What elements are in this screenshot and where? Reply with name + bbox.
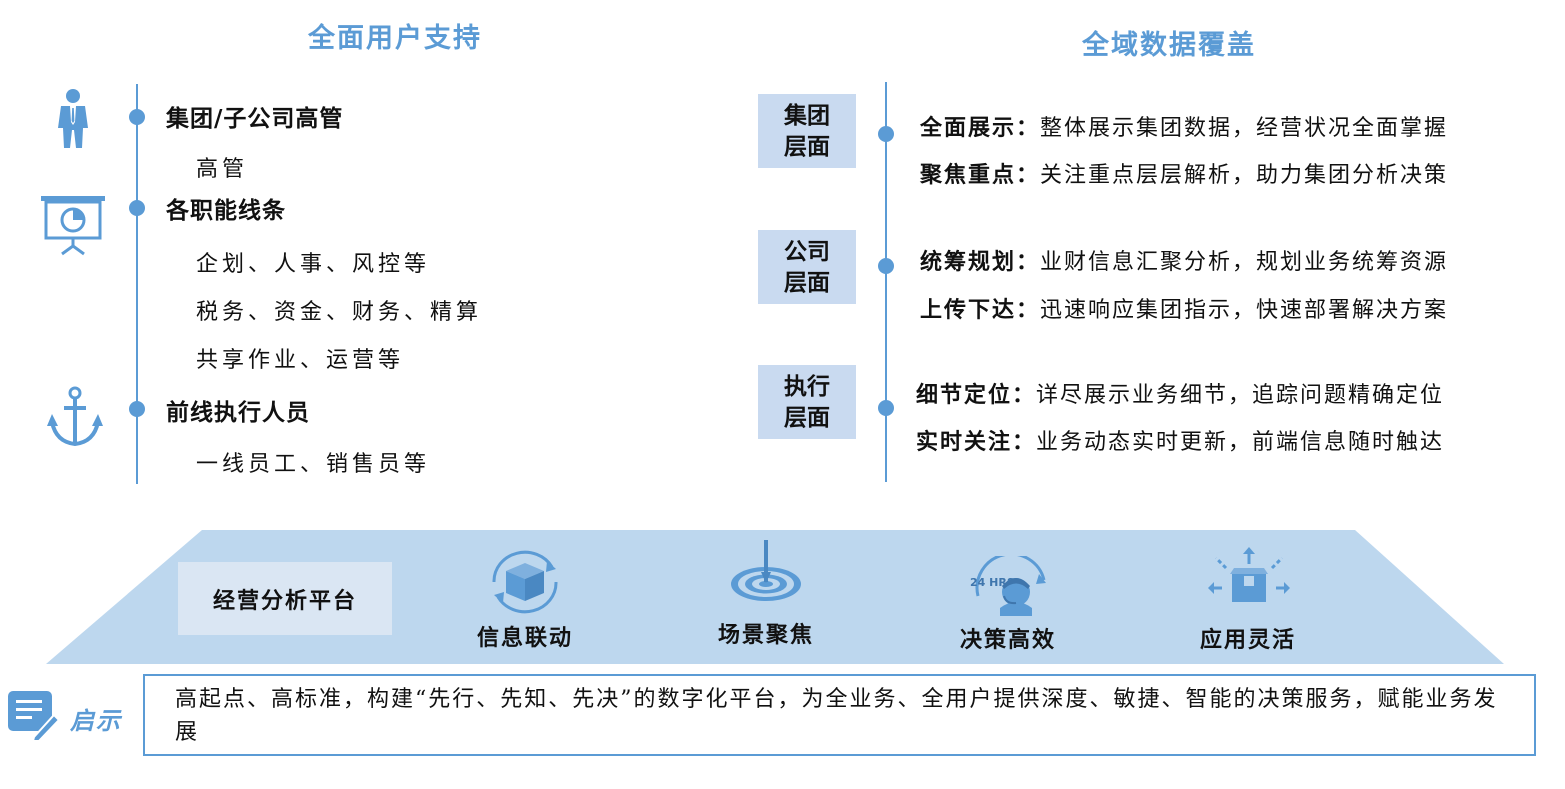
level-line-key: 聚焦重点：: [920, 162, 1041, 188]
level-line: 全面展示：整体展示集团数据，经营状况全面掌握: [920, 110, 1448, 142]
level-line-value: 业财信息汇聚分析，规划业务统筹资源: [1040, 250, 1449, 275]
level-label-top: 执行: [784, 373, 830, 400]
left-panel-title: 全面用户支持: [308, 23, 482, 54]
level-line-value: 业务动态实时更新，前端信息随时触达: [1036, 430, 1445, 455]
platform-label: 经营分析平台: [178, 562, 392, 635]
right-timeline-dot: [878, 258, 894, 274]
target-icon: [728, 538, 804, 608]
level-line-key: 统筹规划：: [920, 249, 1041, 275]
right-timeline-dot: [878, 400, 894, 416]
group-heading: 前线执行人员: [166, 399, 310, 426]
right-panel-title: 全域数据覆盖: [1082, 30, 1256, 61]
feature-label: 信息联动: [476, 625, 574, 651]
insight-box: 高起点、高标准，构建“先行、先知、先决”的数字化平台，为全业务、全用户提供深度、…: [143, 674, 1536, 756]
level-line: 聚焦重点：关注重点层层解析，助力集团分析决策: [920, 157, 1448, 189]
anchor-icon: [46, 386, 104, 452]
insight-text: 高起点、高标准，构建“先行、先知、先决”的数字化平台，为全业务、全用户提供深度、…: [175, 687, 1498, 745]
level-line-key: 上传下达：: [920, 297, 1041, 323]
feature-label: 决策高效: [959, 627, 1057, 653]
group-item: 高管: [196, 157, 249, 182]
level-line-value: 关注重点层层解析，助力集团分析决策: [1040, 163, 1449, 188]
presentation-board-icon: [40, 194, 106, 260]
level-line-key: 全面展示：: [920, 115, 1041, 141]
level-label-bottom: 层面: [784, 269, 830, 296]
left-timeline-dot: [129, 109, 145, 125]
level-line-key: 细节定位：: [916, 382, 1037, 408]
level-line: 统筹规划：业财信息汇聚分析，规划业务统筹资源: [920, 244, 1448, 276]
cube-sync-icon: [486, 549, 564, 619]
group-heading: 各职能线条: [166, 197, 286, 224]
businessman-icon: [52, 88, 94, 154]
group-item: 一线员工、销售员等: [196, 452, 431, 477]
insight-label: 启示: [70, 706, 122, 735]
right-timeline-dot: [878, 126, 894, 142]
level-line-value: 详尽展示业务细节，追踪问题精确定位: [1036, 383, 1445, 408]
box-expand-icon: [1208, 546, 1290, 614]
level-box-execution: 执行 层面: [758, 365, 856, 439]
left-timeline-dot: [129, 401, 145, 417]
level-label-bottom: 层面: [784, 404, 830, 431]
level-box-company: 公司 层面: [758, 230, 856, 304]
level-line-value: 迅速响应集团指示，快速部署解决方案: [1040, 298, 1449, 323]
support-24hrs-icon: 24 HRS: [966, 552, 1050, 620]
feature-label: 场景聚焦: [717, 622, 815, 648]
right-timeline: [885, 82, 887, 482]
level-line: 实时关注：业务动态实时更新，前端信息随时触达: [916, 424, 1444, 456]
level-label-top: 集团: [784, 102, 830, 129]
level-line: 细节定位：详尽展示业务细节，追踪问题精确定位: [916, 377, 1444, 409]
left-timeline-dot: [129, 200, 145, 216]
level-label-top: 公司: [784, 238, 830, 265]
level-line: 上传下达：迅速响应集团指示，快速部署解决方案: [920, 292, 1448, 324]
level-line-key: 实时关注：: [916, 429, 1037, 455]
level-label-bottom: 层面: [784, 133, 830, 160]
note-edit-icon: [8, 691, 61, 745]
group-item: 税务、资金、财务、精算: [196, 300, 483, 325]
feature-label: 应用灵活: [1199, 627, 1297, 653]
level-line-value: 整体展示集团数据，经营状况全面掌握: [1040, 116, 1449, 141]
level-box-group: 集团 层面: [758, 94, 856, 168]
left-timeline: [136, 84, 138, 484]
group-item: 共享作业、运营等: [196, 348, 405, 373]
group-item: 企划、人事、风控等: [196, 252, 431, 277]
group-heading: 集团/子公司高管: [166, 105, 344, 132]
